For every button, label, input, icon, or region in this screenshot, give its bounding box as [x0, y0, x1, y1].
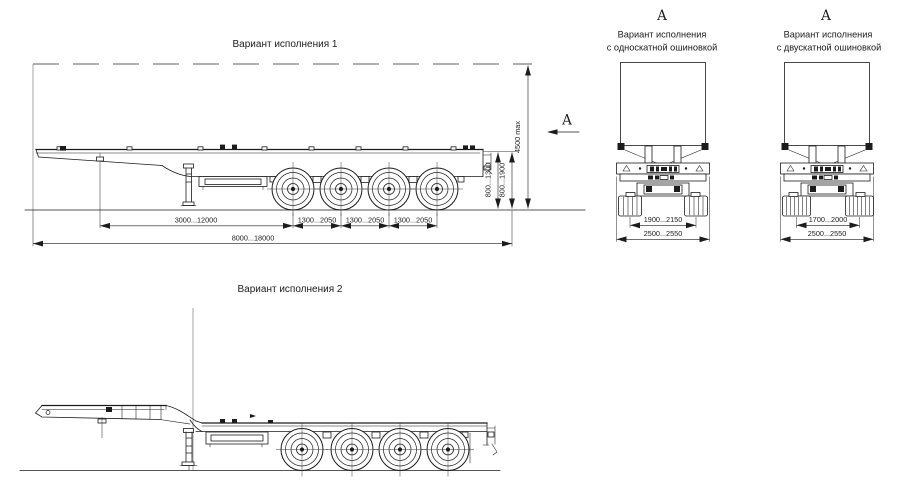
- rear-dual-body: [780, 62, 874, 217]
- wheel: [325, 422, 379, 477]
- side-view-variant-1: Вариант исполнения 1: [24, 39, 586, 247]
- dimensions-v1: 3000...12000 1300...2050 1300...2050 130…: [32, 65, 531, 247]
- dim-axle-spacing-1: 1300...2050: [298, 216, 337, 225]
- dim-axle-spacing-3: 1300...2050: [394, 216, 433, 225]
- dim-overall-width-single: 2500...2550: [644, 229, 683, 238]
- toolbox-v2: [205, 431, 269, 448]
- variant1-title: Вариант исполнения 1: [233, 39, 338, 50]
- wheel: [266, 161, 320, 217]
- rear-single-wheels: [618, 192, 708, 217]
- deck-fittings: [56, 144, 475, 151]
- side-view-variant-2: Вариант исполнения 2: [19, 284, 501, 477]
- wheel: [362, 161, 416, 217]
- trailer-body-v1: [35, 144, 493, 229]
- rear-single-dimensions: 1900...2150 2500...2550: [616, 176, 710, 243]
- wheel: [275, 422, 329, 477]
- wheels-v1: [266, 161, 464, 217]
- toolbox-v1: [198, 176, 268, 190]
- variant2-title: Вариант исполнения 2: [238, 284, 343, 295]
- rear-single-body: [616, 62, 710, 217]
- section-arrow-a: А: [547, 113, 580, 135]
- clearance-envelope: [32, 63, 532, 210]
- dim-platform-height-rear: 800...1900: [498, 163, 507, 198]
- rear-single-section-label: А: [657, 8, 668, 24]
- rear-dual-title-line1: Вариант исполнения: [784, 30, 873, 40]
- rear-view-dual-tyres: А Вариант исполнения с двускатной ошинов…: [777, 8, 882, 243]
- rear-dual-section-label: А: [821, 8, 832, 24]
- landing-gear-v2: [179, 428, 198, 471]
- dim-overall-length: 8000...18000: [232, 233, 275, 242]
- rear-dual-title-line2: с двускатной ошиновкой: [777, 43, 882, 53]
- section-marker-a: А: [562, 113, 573, 129]
- rear-single-title-line2: с односкатной ошиновкой: [607, 43, 717, 53]
- rear-single-title-line1: Вариант исполнения: [618, 30, 707, 40]
- wheels-v2: [275, 422, 475, 477]
- rear-dual-dimensions: 1700...2000 2500...2550: [780, 176, 874, 243]
- dim-track-dual: 1700...2000: [809, 215, 848, 224]
- dim-max-height: 4500 max: [513, 121, 522, 153]
- rear-view-single-tyres: А Вариант исполнения с односкатной ошино…: [607, 8, 717, 243]
- dim-overall-width-dual: 2500...2550: [808, 229, 847, 238]
- wheel: [421, 422, 475, 477]
- dim-platform-height-front: 800...1300: [484, 163, 493, 198]
- wheel: [373, 422, 427, 477]
- dim-axle-spacing-2: 1300...2050: [346, 216, 385, 225]
- rear-dual-wheels: [782, 192, 874, 217]
- landing-gear-v1: [180, 163, 197, 206]
- dim-track-single: 1900...2150: [644, 215, 683, 224]
- dim-kingpin-to-first-axle: 3000...12000: [175, 216, 218, 225]
- wheel: [410, 161, 464, 217]
- suspension-brackets-v1: [269, 176, 465, 183]
- trailer-body-v2: [34, 404, 498, 477]
- wheel: [314, 161, 368, 217]
